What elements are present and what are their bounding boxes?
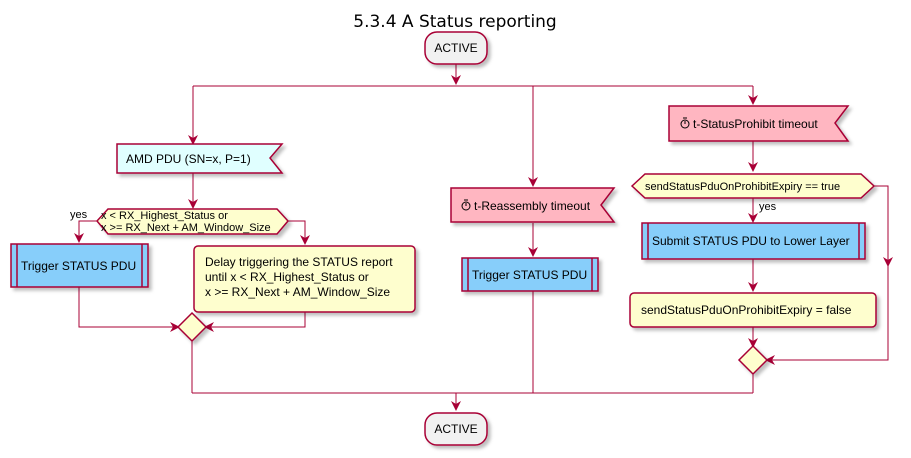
- end-label: ACTIVE: [434, 422, 477, 436]
- merge-diamond-right: [737, 344, 769, 376]
- submit-status-pdu-node: Submit STATUS PDU to Lower Layer: [641, 222, 866, 260]
- submit-label: Submit STATUS PDU to Lower Layer: [652, 234, 850, 248]
- timer-icon: [680, 117, 690, 129]
- delay-line-1: Delay triggering the STATUS report: [205, 255, 393, 269]
- prohibit-label: t-StatusProhibit timeout: [693, 117, 818, 131]
- status-prohibit-timeout-node: t-StatusProhibit timeout: [668, 105, 850, 142]
- end-node: ACTIVE: [424, 412, 488, 446]
- condition-rx-window: x < RX_Highest_Status or x >= RX_Next + …: [70, 208, 289, 235]
- reassembly-timeout-node: t-Reassembly timeout: [450, 187, 616, 223]
- condition2-label: sendStatusPduOnProhibitExpiry == true: [645, 181, 840, 193]
- amd-pdu-label: AMD PDU (SN=x, P=1): [126, 152, 251, 166]
- connectors: [74, 64, 893, 411]
- delay-line-2: until x < RX_Highest_Status or: [205, 270, 369, 284]
- start-node: ACTIVE: [424, 31, 488, 65]
- condition-line-1: x < RX_Highest_Status or: [101, 210, 228, 222]
- yes-label-right: yes: [759, 201, 777, 213]
- delay-line-3: x >= RX_Next + AM_Window_Size: [205, 285, 390, 299]
- diagram-title: 5.3.4 A Status reporting: [353, 12, 556, 32]
- set-flag-false-node: sendStatusPduOnProhibitExpiry = false: [629, 292, 877, 328]
- reassembly-label: t-Reassembly timeout: [474, 199, 591, 213]
- condition-line-2: x >= RX_Next + AM_Window_Size: [101, 222, 271, 234]
- trigger-mid-label: Trigger STATUS PDU: [472, 268, 587, 282]
- yes-label-left: yes: [70, 209, 88, 221]
- delay-status-node: Delay triggering the STATUS report until…: [193, 245, 416, 313]
- merge-diamond-left: [176, 311, 208, 343]
- start-label: ACTIVE: [434, 41, 477, 55]
- amd-pdu-receive-node: AMD PDU (SN=x, P=1): [116, 143, 284, 174]
- trigger-status-middle: Trigger STATUS PDU: [461, 257, 599, 292]
- condition-prohibit-expiry: sendStatusPduOnProhibitExpiry == true ye…: [630, 173, 876, 213]
- timer-icon: [461, 199, 471, 211]
- trigger-status-left: Trigger STATUS PDU: [10, 243, 149, 288]
- set-false-label: sendStatusPduOnProhibitExpiry = false: [641, 303, 852, 317]
- trigger-left-label: Trigger STATUS PDU: [21, 259, 136, 273]
